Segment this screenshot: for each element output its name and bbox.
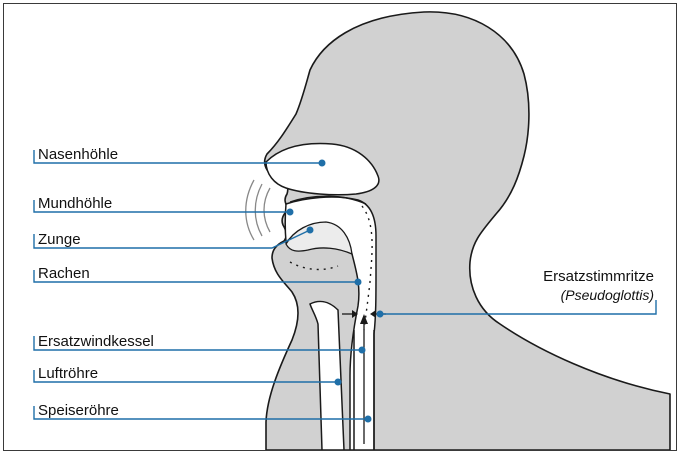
dot-nasenhoehle bbox=[319, 160, 326, 167]
anatomy-illustration bbox=[4, 4, 677, 451]
dot-mundhoehle bbox=[287, 209, 294, 216]
sound-arc-1 bbox=[264, 188, 270, 232]
label-luftroehre: Luftröhre bbox=[38, 365, 98, 382]
dot-zunge bbox=[307, 227, 314, 234]
label-nasenhoehle: Nasenhöhle bbox=[38, 146, 118, 163]
dot-luftroehre bbox=[335, 379, 342, 386]
label-ersatzstimmritze: Ersatzstimmritze bbox=[543, 268, 654, 285]
label-ersatzwindkessel: Ersatzwindkessel bbox=[38, 333, 154, 350]
label-mundhoehle: Mundhöhle bbox=[38, 195, 112, 212]
dot-ersatzstimmritze bbox=[377, 311, 384, 318]
sound-arc-2 bbox=[255, 184, 262, 236]
label-rachen: Rachen bbox=[38, 265, 90, 282]
dot-ersatzwindkessel bbox=[359, 347, 366, 354]
diagram-frame: Nasenhöhle Mundhöhle Zunge Rachen Ersatz… bbox=[3, 3, 677, 451]
sound-arc-3 bbox=[246, 180, 254, 240]
dot-speiseroehre bbox=[365, 416, 372, 423]
label-pseudoglottis: (Pseudoglottis) bbox=[561, 287, 654, 304]
label-zunge: Zunge bbox=[38, 231, 81, 248]
label-speiseroehre: Speiseröhre bbox=[38, 402, 119, 419]
dot-rachen bbox=[355, 279, 362, 286]
